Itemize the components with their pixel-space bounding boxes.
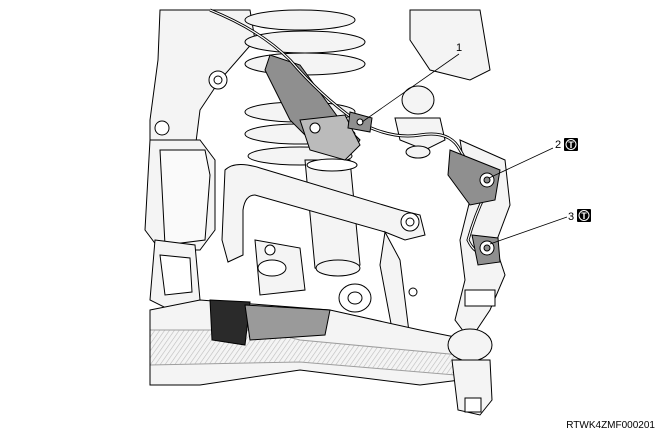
lower-ball-joint [447,328,493,416]
callout-number-3: 3 [568,211,574,223]
left-bracket [149,239,306,311]
leader-line-1 [361,53,460,123]
strut-bracket [264,54,361,161]
callout-2: 2 T [555,138,578,151]
harness-bracket-bolt [447,149,501,206]
callout-1: 1 [456,42,462,54]
torque-symbol-3: T [581,211,587,221]
sensor-bolt [471,234,501,266]
leader-line-3 [489,216,568,245]
frame-bolts [154,70,418,297]
stabilizer-rod [221,164,426,346]
lower-control-arm [149,283,471,386]
leader-lines [361,53,568,245]
torque-icon: T [577,209,591,222]
leader-line-2 [488,147,554,179]
torque-symbol-2: T [568,140,574,150]
harness-clip [347,111,373,133]
callout-number-2: 2 [555,139,561,151]
callout-number-1: 1 [456,42,462,54]
callout-3: 3 T [568,209,591,223]
upper-ball-joint [394,85,446,159]
chassis-frame [144,9,491,251]
torque-icon: T [564,138,578,151]
figure-code: RTWK4ZMF000201 [566,420,655,431]
sensor-harness [209,8,487,254]
